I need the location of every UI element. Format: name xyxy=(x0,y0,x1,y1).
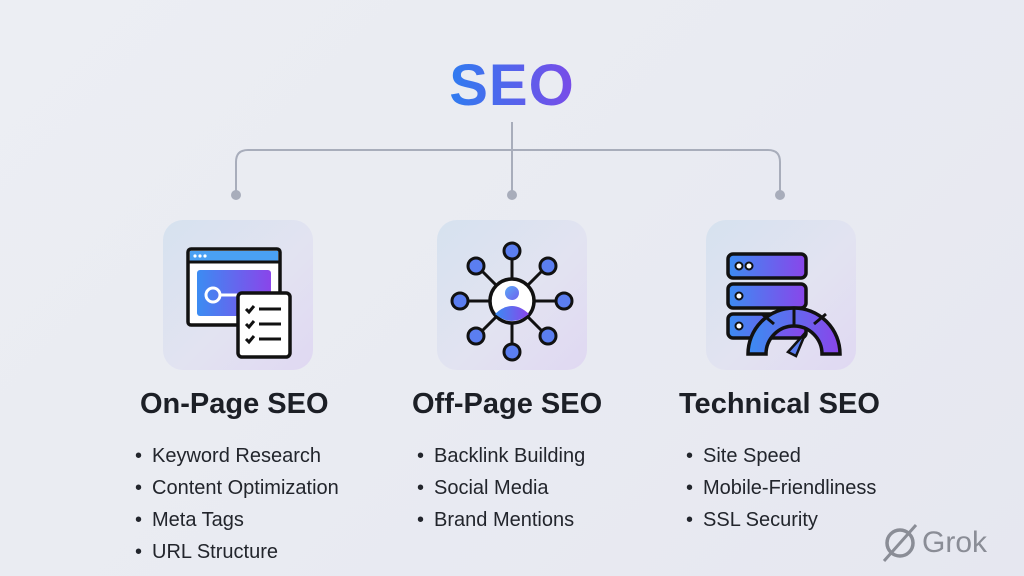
list-item: Keyword Research xyxy=(135,442,339,474)
list-item: Site Speed xyxy=(686,442,876,474)
technical-list: Site Speed Mobile-Friendliness SSL Secur… xyxy=(686,442,876,538)
list-item: Mobile-Friendliness xyxy=(686,474,876,506)
grok-watermark: Grok xyxy=(878,521,987,565)
on-page-list: Keyword Research Content Optimization Me… xyxy=(135,442,339,570)
connector-dot xyxy=(775,190,785,200)
off-page-icon-tile xyxy=(437,220,587,370)
connector-dot xyxy=(231,190,241,200)
off-page-heading: Off-Page SEO xyxy=(412,388,603,420)
webpage-checklist-icon xyxy=(186,247,292,359)
network-user-icon xyxy=(450,241,574,362)
list-item: Social Media xyxy=(417,474,585,506)
technical-heading: Technical SEO xyxy=(679,388,880,420)
technical-icon-tile xyxy=(706,220,856,370)
list-item: Brand Mentions xyxy=(417,506,585,538)
list-item: Content Optimization xyxy=(135,474,339,506)
list-item: URL Structure xyxy=(135,538,339,570)
page-title: SEO xyxy=(449,53,575,118)
server-speedometer-icon xyxy=(726,252,842,358)
connector-dot xyxy=(507,190,517,200)
connector-tree xyxy=(231,122,785,200)
watermark-text: Grok xyxy=(922,526,988,559)
list-item: Backlink Building xyxy=(417,442,585,474)
grok-logo-icon xyxy=(882,524,918,562)
list-item: SSL Security xyxy=(686,506,876,538)
off-page-list: Backlink Building Social Media Brand Men… xyxy=(417,442,585,538)
list-item: Meta Tags xyxy=(135,506,339,538)
on-page-icon-tile xyxy=(163,220,313,370)
on-page-heading: On-Page SEO xyxy=(140,388,329,420)
